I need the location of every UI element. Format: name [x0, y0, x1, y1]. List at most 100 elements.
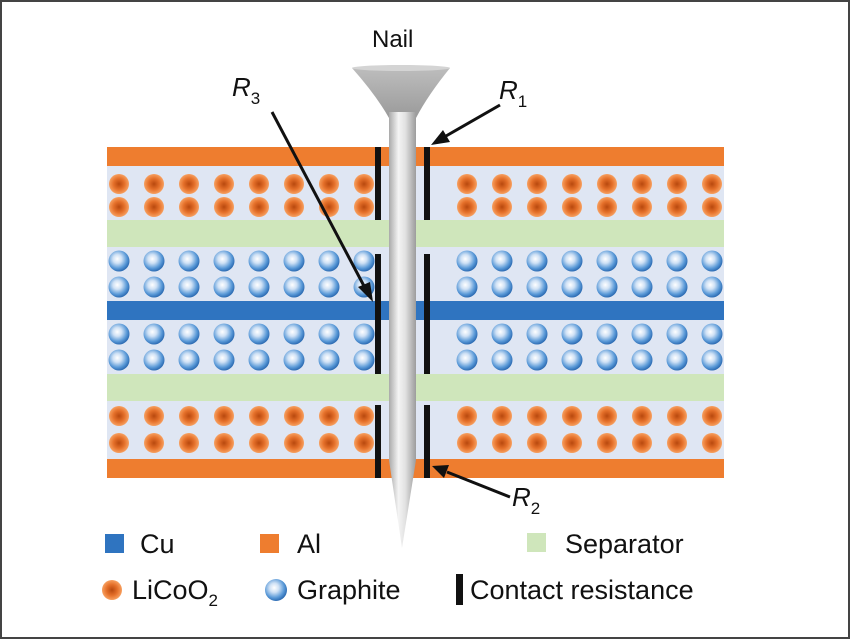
- graphite-particle: [491, 323, 513, 345]
- r2-arrowhead: [432, 465, 449, 478]
- r1-arrowhead: [431, 130, 450, 145]
- licoo2-particle: [702, 406, 722, 426]
- graphite-particle: [108, 250, 130, 272]
- graphite-particle: [248, 276, 270, 298]
- licoo2-particle: [249, 174, 269, 194]
- legend-graphite-label: Graphite: [297, 575, 401, 605]
- licoo2-particle: [109, 174, 129, 194]
- licoo2-particle: [527, 174, 547, 194]
- licoo2-particle: [249, 433, 269, 453]
- licoo2-particle: [179, 406, 199, 426]
- licoo2-particle: [527, 197, 547, 217]
- licoo2-particle: [597, 197, 617, 217]
- graphite-particle: [596, 349, 618, 371]
- licoo2-particle: [597, 174, 617, 194]
- licoo2-particle: [492, 197, 512, 217]
- nail: [352, 65, 450, 548]
- licoo2-particle: [144, 174, 164, 194]
- licoo2-particle: [249, 197, 269, 217]
- graphite-particle: [213, 349, 235, 371]
- graphite-particle: [318, 349, 340, 371]
- licoo2-particle: [702, 174, 722, 194]
- graphite-particle: [456, 323, 478, 345]
- pointer-arrows: [270, 103, 511, 499]
- graphite-particle: [666, 349, 688, 371]
- graphite-particle: [561, 349, 583, 371]
- legend-separator-swatch: [527, 533, 546, 552]
- graphite-particle: [178, 276, 200, 298]
- contact-bar-right-top: [424, 147, 430, 220]
- licoo2-particle: [284, 433, 304, 453]
- graphite-particle: [596, 323, 618, 345]
- licoo2-particle: [109, 433, 129, 453]
- graphite-particle: [108, 276, 130, 298]
- licoo2-particle: [319, 174, 339, 194]
- contact-bar-left-middle: [375, 254, 381, 374]
- licoo2-particle: [354, 433, 374, 453]
- licoo2-particle: [492, 174, 512, 194]
- nail-head: [352, 68, 450, 118]
- graphite-particle: [248, 323, 270, 345]
- graphite-particle: [456, 250, 478, 272]
- legend-contact-swatch: [456, 574, 463, 605]
- nail-shank: [389, 112, 416, 548]
- licoo2-particle: [527, 406, 547, 426]
- licoo2-particle: [702, 197, 722, 217]
- legend-separator-label: Separator: [565, 529, 684, 559]
- graphite-particle: [701, 349, 723, 371]
- graphite-particle: [143, 323, 165, 345]
- graphite-particle: [631, 323, 653, 345]
- graphite-particle: [596, 276, 618, 298]
- licoo2-particle: [179, 433, 199, 453]
- licoo2-particle: [562, 174, 582, 194]
- licoo2-particle: [214, 197, 234, 217]
- licoo2-particle: [144, 433, 164, 453]
- graphite-particle: [283, 276, 305, 298]
- graphite-particle: [526, 276, 548, 298]
- graphite-particle: [491, 276, 513, 298]
- licoo2-particle: [319, 433, 339, 453]
- graphite-particle: [178, 250, 200, 272]
- graphite-particle: [526, 250, 548, 272]
- licoo2-particle: [109, 406, 129, 426]
- nail-label: Nail: [372, 26, 413, 53]
- graphite-particle: [318, 323, 340, 345]
- graphite-particle: [666, 323, 688, 345]
- legend-contact-label: Contact resistance: [470, 575, 694, 605]
- al-current-collector-bottom: [107, 459, 724, 478]
- legend-licoo2-swatch: [102, 580, 122, 600]
- licoo2-particle: [667, 433, 687, 453]
- contact-resistances: [375, 147, 430, 478]
- licoo2-particle: [109, 197, 129, 217]
- licoo2-particle: [632, 197, 652, 217]
- r3-label: R3: [232, 72, 260, 108]
- r1-label: R1: [499, 75, 527, 111]
- r2-arrow-line: [446, 470, 511, 499]
- graphite-particle: [178, 349, 200, 371]
- licoo2-particle: [144, 197, 164, 217]
- licoo2-particle: [562, 197, 582, 217]
- graphite-particle: [283, 323, 305, 345]
- legend: Cu Al Separator LiCoO2 Graphite Contact …: [102, 529, 694, 610]
- licoo2-particle: [632, 406, 652, 426]
- graphite-particle: [491, 349, 513, 371]
- licoo2-particle: [562, 433, 582, 453]
- licoo2-particle: [354, 197, 374, 217]
- graphite-particle: [353, 250, 375, 272]
- r3-arrow-line: [270, 111, 366, 287]
- graphite-particle: [108, 349, 130, 371]
- graphite-particle: [178, 323, 200, 345]
- licoo2-particle: [179, 174, 199, 194]
- graphite-particle: [631, 250, 653, 272]
- graphite-particle: [213, 276, 235, 298]
- graphite-particle: [561, 250, 583, 272]
- graphite-particle: [318, 250, 340, 272]
- graphite-particle: [561, 276, 583, 298]
- licoo2-particle: [354, 406, 374, 426]
- licoo2-particle: [457, 406, 477, 426]
- graphite-particle: [353, 323, 375, 345]
- legend-licoo2-label: LiCoO2: [132, 575, 218, 610]
- licoo2-particle: [597, 433, 617, 453]
- licoo2-particle: [667, 406, 687, 426]
